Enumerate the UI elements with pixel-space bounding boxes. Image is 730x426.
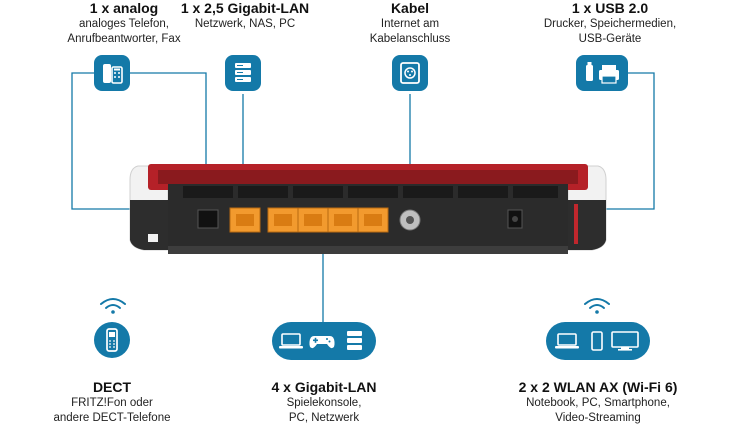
wlan-desc-1: Notebook, PC, Smartphone, (526, 397, 670, 409)
dect-desc-2: andere DECT-Telefone (53, 412, 171, 424)
usb-desc-1: Drucker, Speichermedien, (543, 18, 677, 30)
lan25-label: 1 x 2,5 Gigabit-LAN Netzwerk, NAS, PC (160, 0, 330, 32)
analog-label: 1 x analog analoges Telefon, Anrufbeantw… (34, 0, 214, 47)
wlan-desc-2: Video-Streaming (555, 412, 641, 424)
cable-desc-2: Kabelanschluss (369, 33, 451, 45)
cable-desc-1: Internet am (380, 18, 440, 30)
laptop-gamepad-server-icon (272, 322, 376, 360)
dect-desc-1: FRITZ!Fon oder (71, 397, 153, 409)
analog-title: 1 x analog (89, 0, 159, 16)
analog-connector (128, 72, 207, 196)
cable-label: Kabel Internet am Kabelanschluss (340, 0, 480, 47)
lan4-desc-1: Spielekonsole, (286, 397, 362, 409)
analog-side-connector (71, 72, 136, 210)
dect-label: DECT FRITZ!Fon oder andere DECT-Telefone (32, 379, 192, 426)
lan25-desc-1: Netzwerk, NAS, PC (194, 18, 296, 30)
lan25-title: 1 x 2,5 Gigabit-LAN (180, 0, 310, 16)
dect-title: DECT (92, 379, 132, 395)
laptop-phone-monitor-icon (546, 322, 650, 360)
usb-connector (590, 72, 655, 210)
dect-wifi-icon (100, 298, 126, 314)
wlan-label: 2 x 2 WLAN AX (Wi-Fi 6) Notebook, PC, Sm… (496, 379, 700, 426)
usb-label: 1 x USB 2.0 Drucker, Speichermedien, USB… (520, 0, 700, 47)
cable-socket-icon (392, 55, 428, 91)
cordless-phone-icon (94, 322, 130, 358)
wlan-wifi-icon (584, 298, 610, 314)
phone-icon (94, 55, 130, 91)
analog-desc-1: analoges Telefon, (79, 18, 169, 30)
router-rear-view (129, 164, 607, 254)
lan4-title: 4 x Gigabit-LAN (271, 379, 377, 395)
wlan-title: 2 x 2 WLAN AX (Wi-Fi 6) (518, 379, 678, 395)
lan4-desc-2: PC, Netzwerk (288, 412, 360, 424)
usb-printer-icon (576, 55, 628, 91)
server-icon (225, 55, 261, 91)
lan4-label: 4 x Gigabit-LAN Spielekonsole, PC, Netzw… (238, 379, 410, 426)
usb-desc-2: USB-Geräte (578, 33, 642, 45)
analog-desc-2: Anrufbeantworter, Fax (67, 33, 181, 45)
usb-title: 1 x USB 2.0 (571, 0, 649, 16)
cable-title: Kabel (390, 0, 430, 16)
